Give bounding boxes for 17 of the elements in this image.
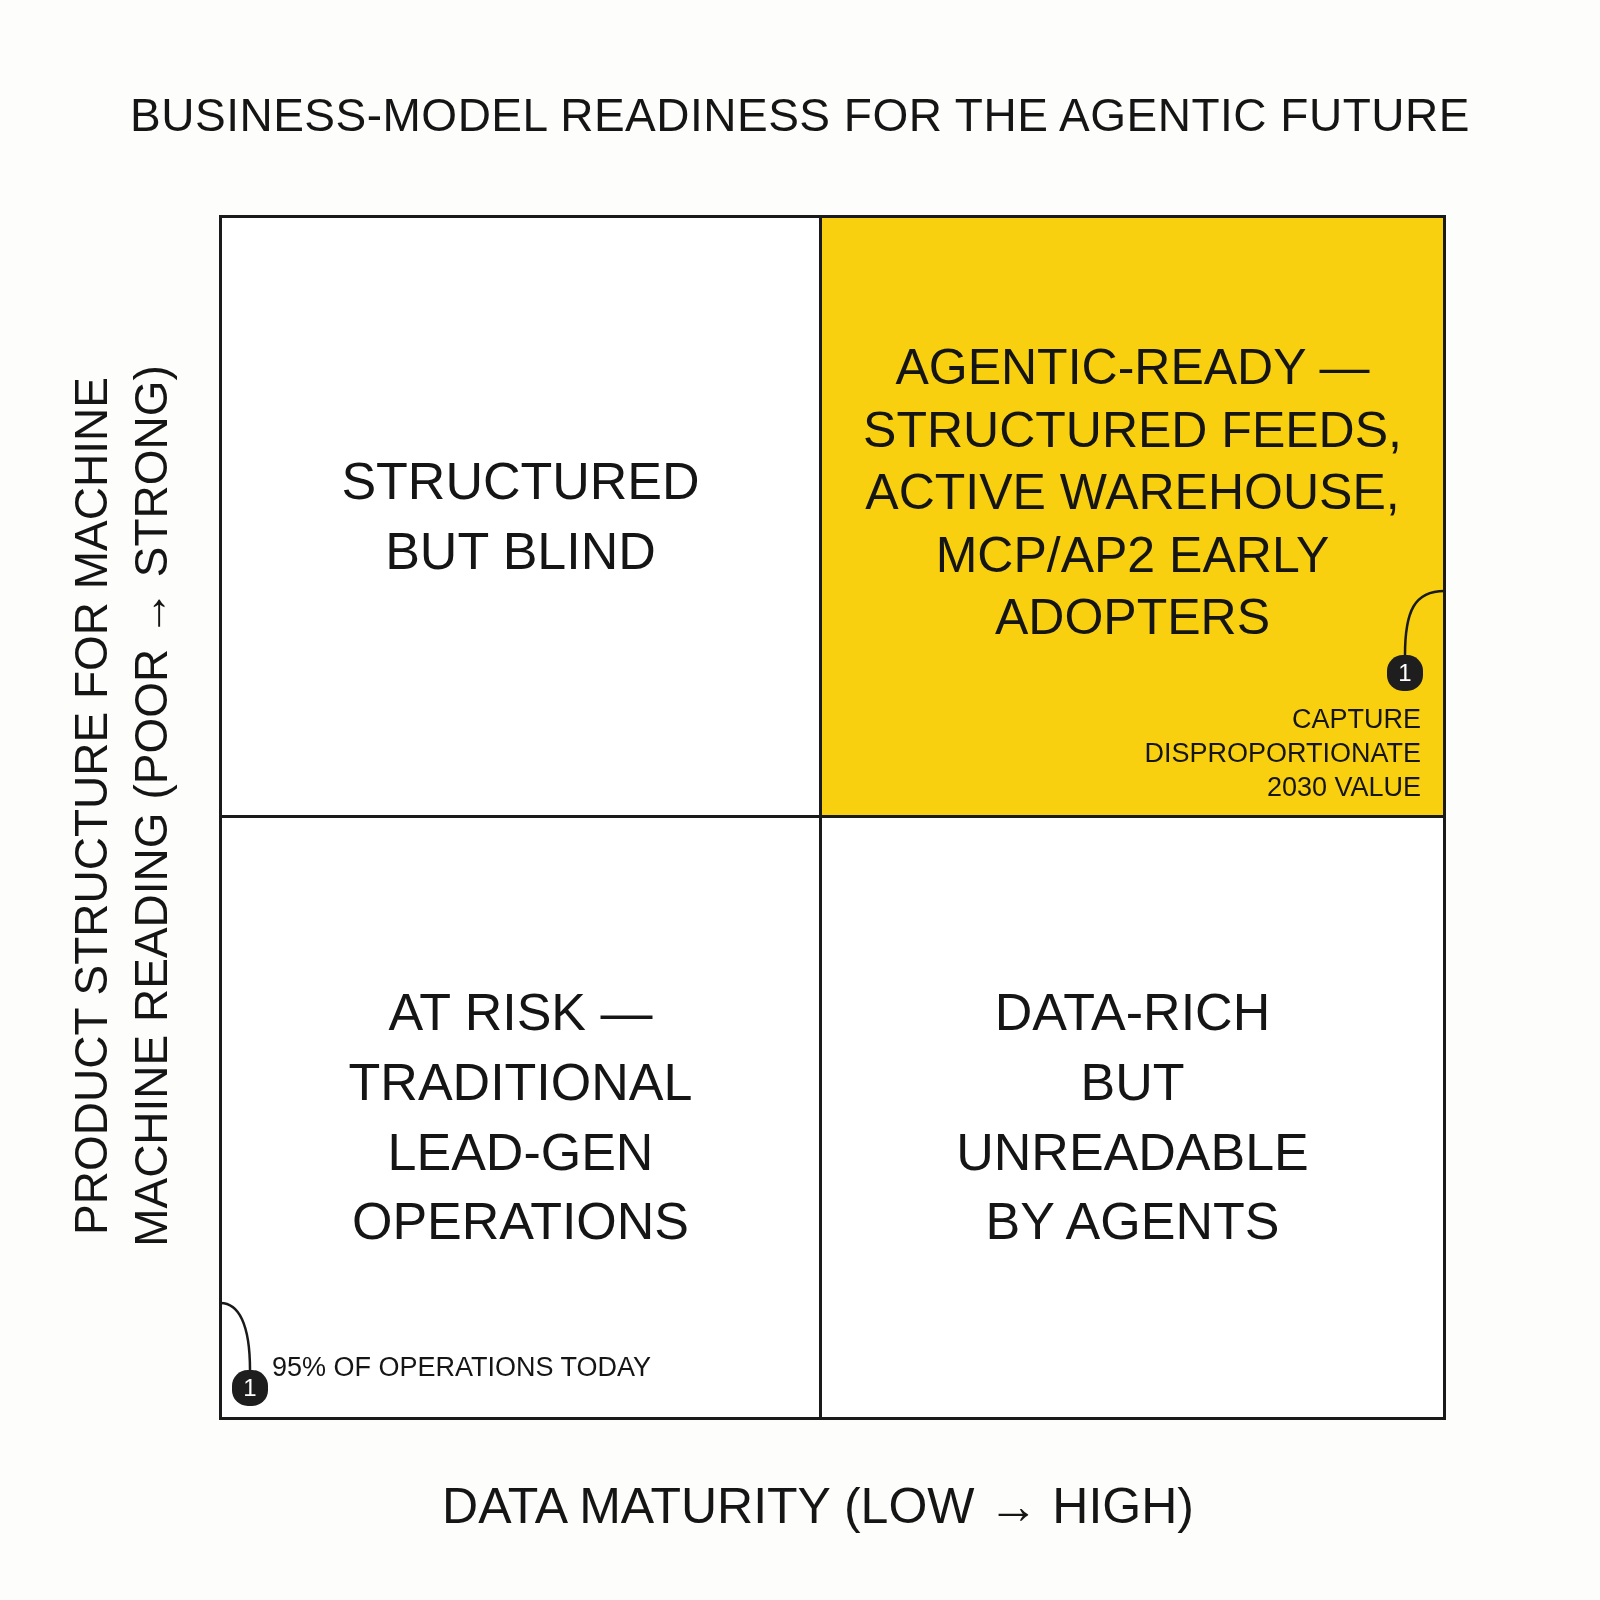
callout-note: CAPTURE DISPROPORTIONATE 2030 VALUE	[1143, 703, 1421, 804]
quadrant-cell	[219, 215, 822, 818]
callout-number: 1	[232, 1370, 268, 1406]
callout-note: 95% OF OPERATIONS TODAY	[272, 1351, 652, 1384]
quadrant-cell	[819, 815, 1446, 1420]
callout-number: 1	[1387, 655, 1423, 691]
quadrant-cell	[819, 215, 1446, 818]
quadrant-label: STRUCTURED BUT BLIND	[340, 450, 701, 582]
leader-line	[219, 1301, 252, 1372]
quadrant-label: AGENTIC-READY — STRUCTURED FEEDS, ACTIVE WAREHOUSE, MCP/AP2 EARLY ADOPTERS	[862, 338, 1403, 648]
quadrant-label: AT RISK — TRADITIONAL LEAD-GEN OPERATIONS	[347, 982, 694, 1253]
axis-title: PRODUCT STRUCTURE FOR MACHINE MACHINE READING (POOR → STRONG)	[64, 364, 178, 1249]
leader-line	[1403, 589, 1446, 657]
quadrant-label: DATA-RICH BUT UNREADABLE BY AGENTS	[955, 982, 1310, 1253]
diagram-title: BUSINESS-MODEL READINESS FOR THE AGENTIC FUTURE	[130, 88, 1470, 142]
axis-title: DATA MATURITY (LOW → HIGH)	[442, 1477, 1194, 1535]
quadrant-cell	[219, 815, 822, 1420]
